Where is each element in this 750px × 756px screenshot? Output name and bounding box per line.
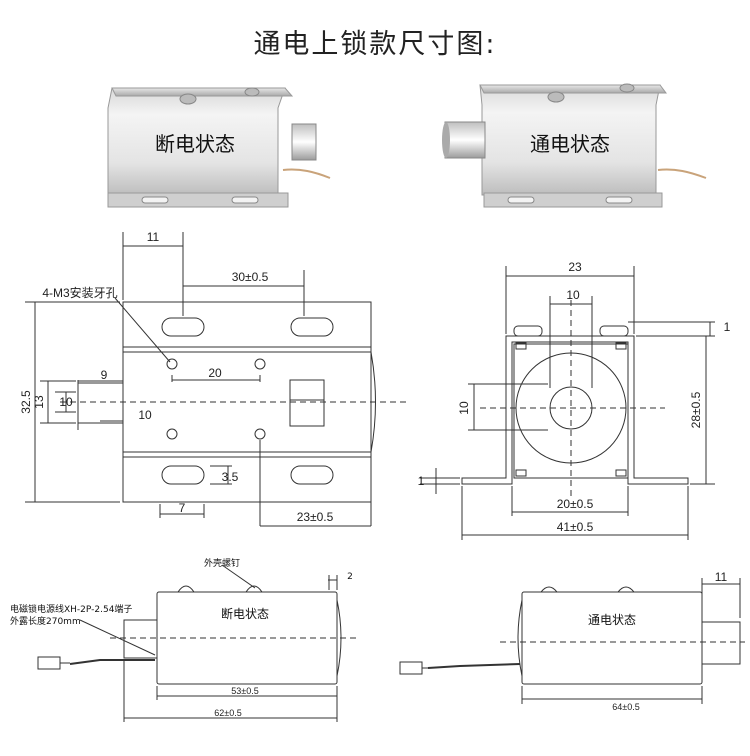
m3-hole [254, 358, 266, 370]
top-screw [619, 83, 635, 93]
connector [37, 656, 61, 670]
dim-64: 64±0.5 [612, 702, 639, 712]
top-screw [245, 585, 263, 593]
side-view-on-labels: 11 通电状态 64±0.5 [588, 570, 728, 712]
dim-20: 20 [208, 366, 222, 380]
mount-slot [290, 317, 334, 337]
power-wire [657, 168, 707, 179]
mount-slot [507, 196, 535, 204]
mount-slot [141, 196, 169, 204]
wire-note-1: 电磁锁电源线XH-2P-2.54端子 [10, 603, 132, 615]
dim-10-top: 10 [566, 288, 580, 302]
dim-3-5: 3.5 [222, 470, 239, 484]
side-on-state-label: 通电状态 [588, 613, 636, 627]
dim-23: 23±0.5 [297, 510, 334, 524]
dim-10-left: 10 [457, 401, 471, 415]
dim-23: 23 [568, 260, 582, 274]
dim-62: 62±0.5 [214, 708, 241, 718]
mount-slot [605, 196, 633, 204]
wire-note-2: 外露长度270mm [10, 615, 81, 627]
side-view-on-drawing [399, 578, 745, 704]
power-wire [427, 663, 521, 669]
dim-9: 9 [101, 368, 108, 382]
top-view-drawing [25, 232, 410, 527]
lock-base-plate [107, 192, 289, 208]
mount-slot [161, 465, 205, 485]
page-title: 通电上锁款尺寸图: [253, 29, 497, 60]
bolt-pin [123, 619, 158, 659]
photo-on-label: 通电状态 [530, 132, 610, 156]
hole-note: 4-M3安装牙孔 [42, 285, 117, 300]
top-screw [177, 585, 195, 593]
dim-11: 11 [147, 230, 160, 244]
dim-10-left: 10 [59, 395, 73, 409]
power-wire [69, 659, 155, 665]
screw-note: 外壳螺钉 [204, 557, 240, 569]
top-view-labels: 11 30±0.5 4-M3安装牙孔 32.5 13 10 9 10 20 3.… [19, 230, 334, 524]
bolt-pin [291, 123, 317, 161]
dim-1-top: 1 [724, 320, 731, 334]
top-screw [244, 87, 260, 97]
connector [399, 661, 423, 675]
mount-slot [161, 317, 205, 337]
side-off-state-label: 断电状态 [221, 606, 269, 621]
dim-1-left: 1 [418, 474, 425, 488]
bolt-pin-face [442, 122, 450, 158]
top-screw [179, 93, 197, 105]
power-wire [282, 168, 331, 179]
side-view-off-labels: 外壳螺钉 2 电磁锁电源线XH-2P-2.54端子 外露长度270mm 断电状态… [10, 557, 353, 718]
dim-41: 41±0.5 [557, 520, 594, 534]
top-screw [617, 586, 635, 593]
end-view-drawing [420, 266, 715, 540]
top-screw [540, 586, 558, 593]
window [289, 379, 325, 427]
m3-hole [254, 428, 266, 440]
m3-hole [166, 358, 178, 370]
dim-30: 30±0.5 [232, 270, 269, 284]
lock-top-plate [479, 84, 667, 94]
dim-7: 7 [179, 501, 186, 515]
mount-slot [231, 196, 259, 204]
mount-slot [290, 465, 334, 485]
photo-off-label: 断电状态 [155, 132, 235, 156]
dim-20: 20±0.5 [557, 497, 594, 511]
dim-32-5: 32.5 [19, 390, 33, 414]
dim-2: 2 [347, 572, 353, 582]
dim-13: 13 [32, 395, 46, 409]
bolt-pin [701, 621, 741, 665]
dim-28: 28±0.5 [689, 391, 703, 428]
end-view-labels: 23 10 1 10 28±0.5 1 20±0.5 41±0.5 [418, 260, 731, 534]
body-outline [521, 591, 703, 685]
photo-on-state: 通电状态 [442, 83, 707, 208]
lock-top-plate [111, 87, 294, 97]
dim-10-inner: 10 [138, 408, 152, 422]
dim-11: 11 [715, 570, 728, 584]
bolt-pin [444, 121, 486, 159]
side-view-off-drawing [37, 564, 360, 722]
dim-53: 53±0.5 [231, 686, 258, 696]
photo-off-state: 断电状态 [107, 87, 331, 208]
bracket-outline [461, 335, 689, 485]
m3-hole [166, 428, 178, 440]
top-screw [547, 91, 565, 103]
